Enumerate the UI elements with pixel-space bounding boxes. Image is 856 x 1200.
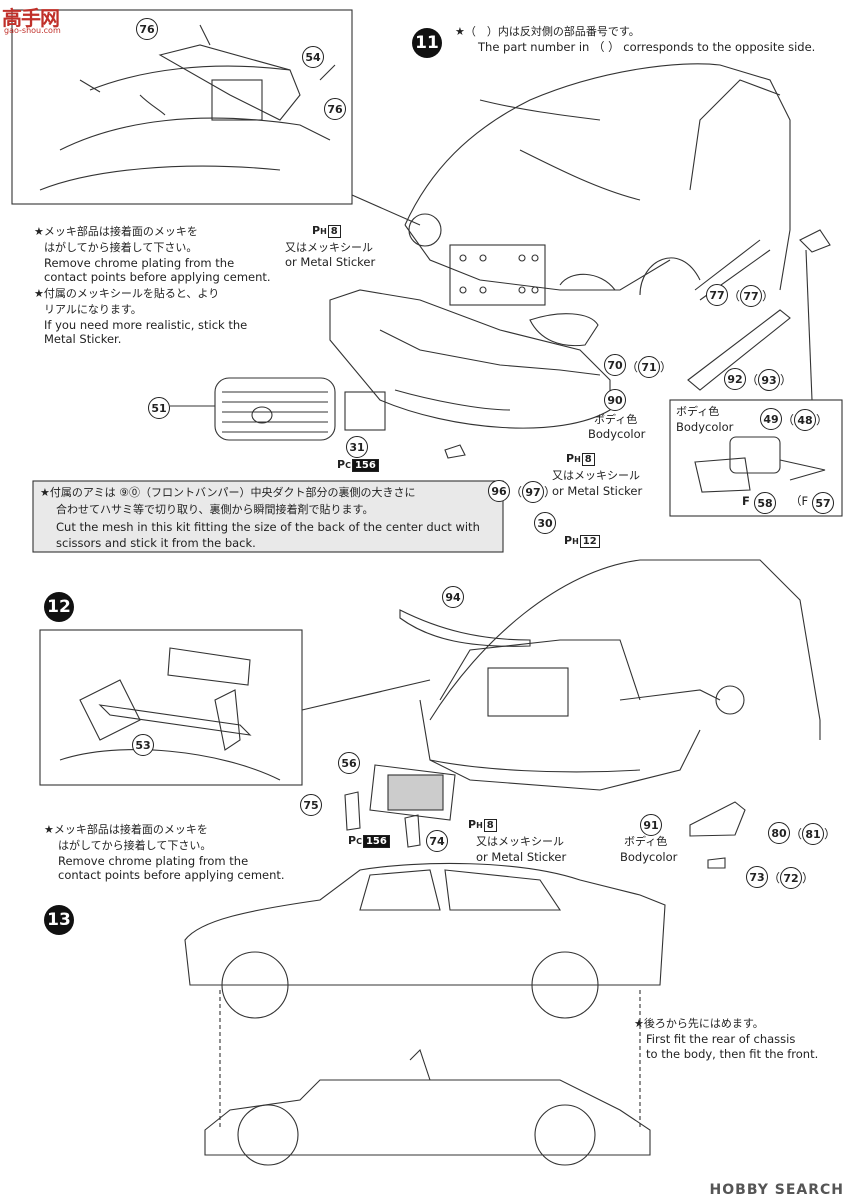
fit-note-en-1: First fit the rear of chassis bbox=[646, 1032, 796, 1046]
fit-note-jp: ★後ろから先にはめます。 bbox=[634, 1017, 764, 1030]
part-91: 91 bbox=[640, 814, 662, 836]
bodycolor-en-mirror: Bodycolor bbox=[676, 420, 734, 434]
part-81: 81 bbox=[802, 823, 825, 845]
part-81-wrap: （81） bbox=[790, 823, 836, 845]
part-77-opp: 77 bbox=[740, 285, 763, 307]
part-93-wrap: （93） bbox=[746, 369, 792, 391]
mesh-note-box bbox=[32, 480, 504, 553]
mesh-note-en-1: Cut the mesh in this kit fitting the siz… bbox=[56, 520, 480, 534]
bodycolor-en-bumper: Bodycolor bbox=[588, 427, 646, 441]
sticker-note-jp-2: リアルになります。 bbox=[44, 303, 142, 316]
note-opposite-jp: ★（ ）内は反対側の部品番号です。 bbox=[455, 25, 640, 38]
part-76-top: 76 bbox=[136, 18, 158, 40]
sticker-note-jp-1: ★付属のメッキシールを貼ると、より bbox=[34, 287, 220, 300]
or-sticker-jp-rear: 又はメッキシール bbox=[476, 835, 564, 848]
part-58: 58 bbox=[754, 492, 776, 514]
footer-watermark: HOBBY SEARCH bbox=[709, 1182, 844, 1198]
mesh-note-jp-1: ★付属のアミは ⑨⓪（フロントバンパー）中央ダクト部分の裏側の大きさに bbox=[40, 486, 416, 499]
part-77-opp-wrap: （77） bbox=[728, 285, 774, 307]
f-label-57-wrap: （F bbox=[790, 494, 809, 508]
chrome-note-jp-1-s12: ★メッキ部品は接着面のメッキを bbox=[44, 823, 208, 836]
or-sticker-en-front: or Metal Sticker bbox=[285, 255, 376, 269]
part-97-wrap: （97） bbox=[510, 481, 556, 503]
part-72-wrap: （72） bbox=[768, 867, 814, 889]
bodycolor-jp-bumper: ボディ色 bbox=[594, 413, 638, 426]
chrome-note-jp-2: はがしてから接着して下さい。 bbox=[44, 241, 198, 254]
part-53: 53 bbox=[132, 734, 154, 756]
part-74: 74 bbox=[426, 830, 448, 852]
part-73: 73 bbox=[746, 866, 768, 888]
mesh-note-jp-2: 合わせてハサミ等で切り取り、裏側から瞬間接着剤で貼ります。 bbox=[56, 503, 374, 516]
chrome-note-en-1-s12: Remove chrome plating from the bbox=[58, 854, 249, 868]
inset-box-front bbox=[11, 9, 353, 205]
part-80: 80 bbox=[768, 822, 790, 844]
part-96: 96 bbox=[488, 480, 510, 502]
part-48: 48 bbox=[794, 409, 817, 431]
note-opposite-en: The part number in （ ） corresponds to th… bbox=[478, 40, 816, 54]
part-54: 54 bbox=[302, 46, 324, 68]
part-90: 90 bbox=[604, 389, 626, 411]
inset-box-rear bbox=[39, 629, 303, 786]
fit-note-en-2: to the body, then fit the front. bbox=[646, 1047, 819, 1061]
f-label-57: F bbox=[801, 494, 809, 508]
part-57: 57 bbox=[812, 492, 834, 514]
part-94: 94 bbox=[442, 586, 464, 608]
part-93: 93 bbox=[758, 369, 781, 391]
part-97: 97 bbox=[522, 481, 545, 503]
part-31: 31 bbox=[346, 436, 368, 458]
step-number-11: 11 bbox=[412, 28, 442, 58]
part-51: 51 bbox=[148, 397, 170, 419]
chrome-note-jp-1: ★メッキ部品は接着面のメッキを bbox=[34, 225, 198, 238]
part-92: 92 bbox=[724, 368, 746, 390]
sticker-note-en-1: If you need more realistic, stick the bbox=[44, 318, 248, 332]
watermark-logo: 高手网 bbox=[2, 6, 60, 30]
part-77: 77 bbox=[706, 284, 728, 306]
sticker-note-en-2: Metal Sticker. bbox=[44, 332, 122, 346]
part-76-right: 76 bbox=[324, 98, 346, 120]
part-56: 56 bbox=[338, 752, 360, 774]
chrome-note-en-2: contact points before applying cement. bbox=[44, 270, 271, 284]
part-75: 75 bbox=[300, 794, 322, 816]
part-30: 30 bbox=[534, 512, 556, 534]
part-72: 72 bbox=[780, 867, 803, 889]
or-sticker-jp-bumper: 又はメッキシール bbox=[552, 469, 640, 482]
or-sticker-en-rear: or Metal Sticker bbox=[476, 850, 567, 864]
chrome-note-jp-2-s12: はがしてから接着して下さい。 bbox=[58, 839, 212, 852]
inset-box-mirror bbox=[669, 399, 843, 517]
bodycolor-en-rear: Bodycolor bbox=[620, 850, 678, 864]
watermark-site: gao-shou.com bbox=[4, 26, 61, 35]
part-71-wrap: （71） bbox=[626, 356, 672, 378]
mesh-note-en-2: scissors and stick it from the back. bbox=[56, 536, 256, 550]
part-48-wrap: （48） bbox=[782, 409, 828, 431]
bodycolor-jp-rear: ボディ色 bbox=[624, 835, 668, 848]
part-71: 71 bbox=[638, 356, 661, 378]
bodycolor-jp-mirror: ボディ色 bbox=[676, 405, 720, 418]
or-sticker-en-bumper: or Metal Sticker bbox=[552, 484, 643, 498]
step-number-13: 13 bbox=[44, 905, 74, 935]
part-49: 49 bbox=[760, 408, 782, 430]
chrome-note-en-2-s12: contact points before applying cement. bbox=[58, 868, 285, 882]
or-sticker-jp-front: 又はメッキシール bbox=[285, 241, 373, 254]
chrome-note-en-1: Remove chrome plating from the bbox=[44, 256, 235, 270]
part-70: 70 bbox=[604, 354, 626, 376]
f-label-58: F bbox=[742, 494, 750, 508]
step-number-12: 12 bbox=[44, 592, 74, 622]
